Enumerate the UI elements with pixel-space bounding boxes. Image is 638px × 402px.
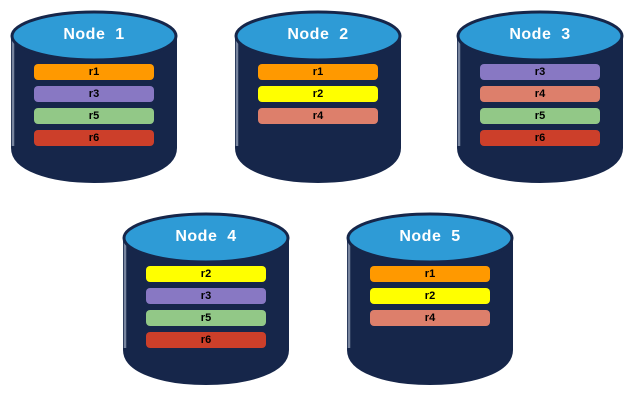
shard-bar-r1[interactable]: r1 (258, 64, 378, 80)
shard-bar-r4[interactable]: r4 (480, 86, 600, 102)
shard-bar-r2[interactable]: r2 (370, 288, 490, 304)
cylinder-top-disc (234, 10, 402, 62)
shard-bar-r6[interactable]: r6 (34, 130, 154, 146)
shard-bar-r6[interactable]: r6 (480, 130, 600, 146)
shard-bar-r2[interactable]: r2 (258, 86, 378, 102)
shard-bar-r1[interactable]: r1 (34, 64, 154, 80)
shard-list: r1 r2 r4 (258, 64, 378, 130)
shard-list: r1 r3 r5 r6 (34, 64, 154, 152)
shard-bar-r5[interactable]: r5 (480, 108, 600, 124)
shard-bar-r1[interactable]: r1 (370, 266, 490, 282)
shard-bar-r3[interactable]: r3 (480, 64, 600, 80)
shard-bar-r4[interactable]: r4 (370, 310, 490, 326)
shard-bar-r3[interactable]: r3 (146, 288, 266, 304)
shard-list: r1 r2 r4 (370, 266, 490, 332)
shard-bar-r6[interactable]: r6 (146, 332, 266, 348)
shard-bar-r4[interactable]: r4 (258, 108, 378, 124)
shard-list: r3 r4 r5 r6 (480, 64, 600, 152)
shard-bar-r5[interactable]: r5 (146, 310, 266, 326)
shard-list: r2 r3 r5 r6 (146, 266, 266, 354)
cylinder-top-disc (346, 212, 514, 264)
shard-bar-r3[interactable]: r3 (34, 86, 154, 102)
shard-bar-r2[interactable]: r2 (146, 266, 266, 282)
shard-bar-r5[interactable]: r5 (34, 108, 154, 124)
cylinder-top-disc (456, 10, 624, 62)
cylinder-top-disc (10, 10, 178, 62)
cylinder-top-disc (122, 212, 290, 264)
